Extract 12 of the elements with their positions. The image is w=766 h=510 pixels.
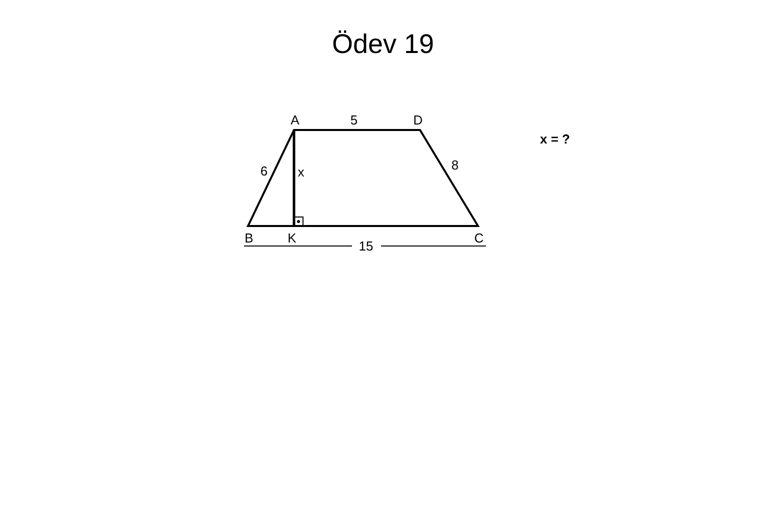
vertex-label: A xyxy=(290,112,300,128)
length-label: 8 xyxy=(451,158,459,172)
vertex-label: K xyxy=(288,230,296,246)
length-label: 5 xyxy=(350,112,358,128)
vertex-label: D xyxy=(413,112,423,128)
vertex-label: B xyxy=(244,230,254,246)
height-label: x xyxy=(298,164,304,180)
question-text: x = ? xyxy=(540,132,570,146)
vertex-label: C xyxy=(474,230,484,246)
title: Ödev 19 xyxy=(330,28,436,61)
length-label: 15 xyxy=(358,238,374,254)
length-label: 6 xyxy=(260,164,268,178)
